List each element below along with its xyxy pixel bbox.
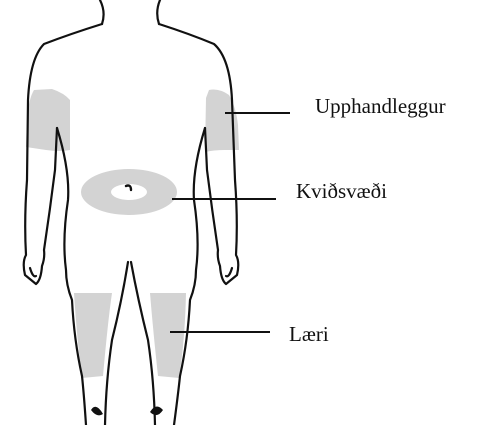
abdomen-area (81, 169, 177, 215)
abdomen-label: Kviðsvæði (296, 181, 387, 202)
upper-arm-label: Upphandleggur (315, 96, 446, 117)
thigh-label: Læri (289, 324, 329, 345)
knee-marks (91, 406, 163, 415)
upper-arm-area-right (26, 89, 70, 151)
thigh-area-left (150, 293, 186, 378)
navel (126, 186, 131, 191)
